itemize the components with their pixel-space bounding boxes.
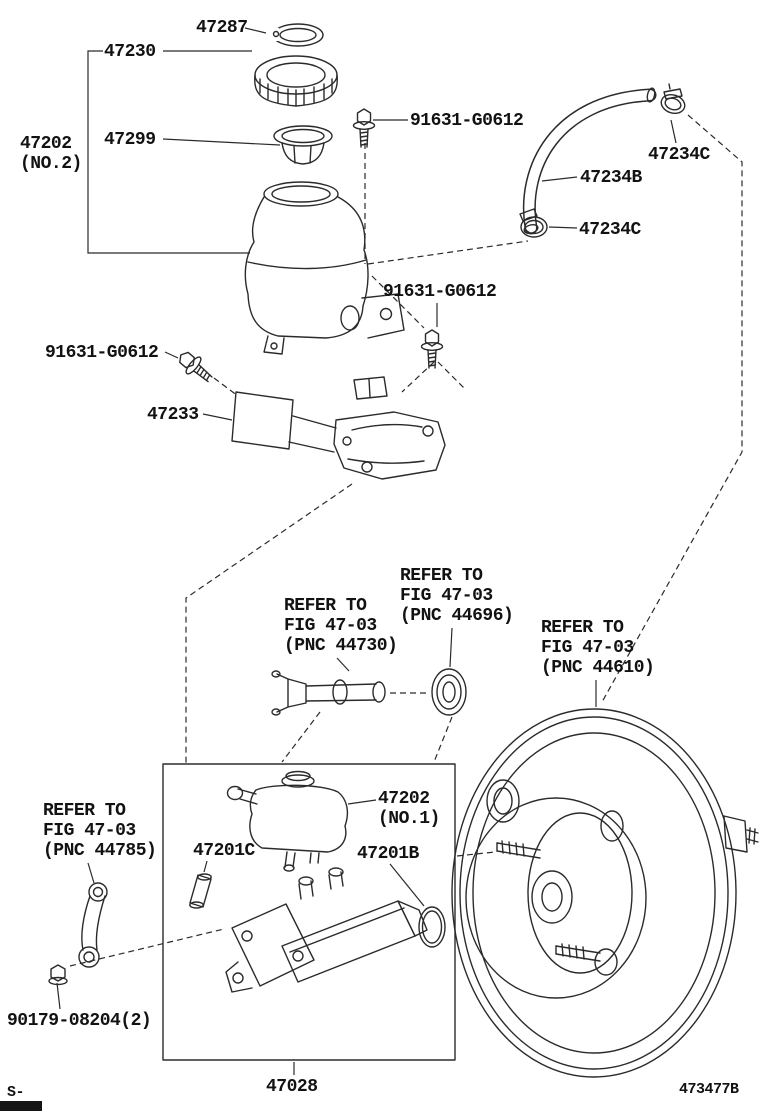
oring-47201b: [418, 906, 446, 948]
label-47202-no1: 47202 (NO.1): [378, 789, 440, 829]
clamp-47234c-upper: [660, 83, 686, 115]
hose-47234b: [522, 87, 657, 235]
master-cylinder-47028: [225, 867, 428, 993]
label-47287: 47287: [196, 18, 248, 38]
reservoir-cap-47230: [254, 55, 338, 107]
label-refer-44785: REFER TO FIG 47-03 (PNC 44785): [43, 801, 157, 861]
label-47201b: 47201B: [357, 844, 419, 864]
figure-code: 473477B: [679, 1081, 739, 1098]
label-47028: 47028: [266, 1077, 318, 1097]
label-47233: 47233: [147, 405, 199, 425]
label-47234c-lower: 47234C: [579, 220, 641, 240]
label-refer-44730: REFER TO FIG 47-03 (PNC 44730): [284, 596, 398, 656]
bracket-47233: [231, 376, 446, 480]
grommet-44696: [431, 668, 467, 716]
label-47202-no2: 47202 (NO.2): [20, 134, 82, 174]
booster-44610: [451, 708, 759, 1078]
bolt-91631-left: [173, 346, 218, 389]
label-47299: 47299: [104, 130, 156, 150]
reservoir-47202-no1: [226, 770, 349, 872]
label-90179: 90179-08204(2): [7, 1011, 152, 1031]
label-refer-44610: REFER TO FIG 47-03 (PNC 44610): [541, 618, 655, 678]
bolt-91631-mid: [420, 329, 444, 369]
pin-47201c: [189, 873, 212, 909]
link-44785: [78, 882, 108, 968]
label-47234c-upper: 47234C: [648, 145, 710, 165]
label-91631-left: 91631-G0612: [45, 343, 159, 363]
label-91631-mid: 91631-G0612: [383, 282, 497, 302]
label-refer-44696: REFER TO FIG 47-03 (PNC 44696): [400, 566, 514, 626]
page-corner-mark: S-: [7, 1084, 25, 1101]
corner-mark: [0, 1101, 42, 1111]
label-47234b: 47234B: [580, 168, 642, 188]
strainer-47299: [273, 125, 333, 165]
clamp-47234c-lower: [519, 208, 548, 238]
master-cylinder-box: [162, 763, 456, 1061]
label-47230: 47230: [104, 42, 156, 62]
dashed-leader-lines: [69, 114, 743, 967]
pushrod-44730: [271, 670, 386, 716]
clip-47287: [270, 23, 324, 47]
bolt-91631-top: [352, 108, 376, 148]
nut-90179: [48, 964, 68, 986]
label-91631-top: 91631-G0612: [410, 111, 524, 131]
leader-lines: [56, 27, 677, 1075]
label-47201c: 47201C: [193, 841, 255, 861]
reservoir-47202-no2: [244, 181, 405, 355]
